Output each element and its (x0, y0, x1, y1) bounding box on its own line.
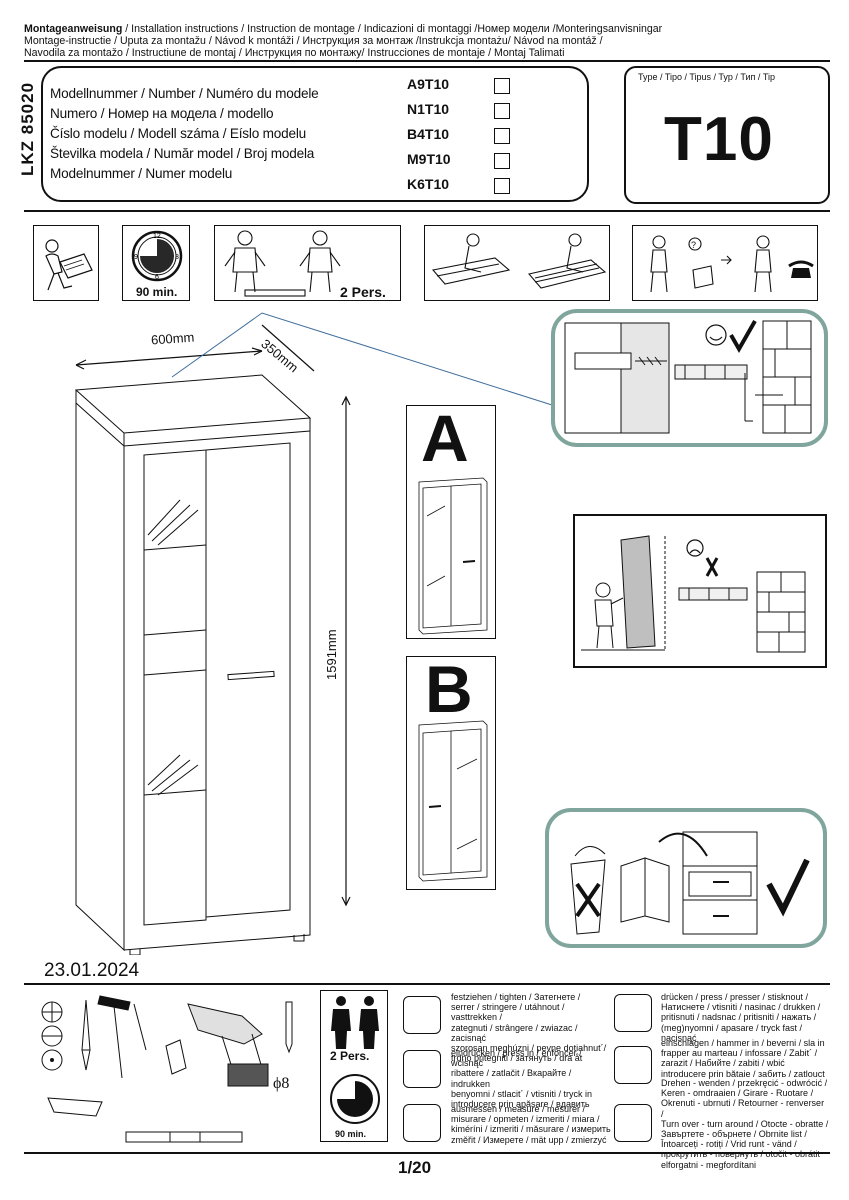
measure-text: ausmessen / measure / mesurer / misurare… (451, 1104, 611, 1145)
drill-size-label: ϕ8 (273, 1075, 290, 1092)
model-label-line: Číslo modelu / Modell száma / Eíslo mode… (50, 126, 307, 141)
tools-rule-top (24, 983, 830, 985)
variant-b-label: B (425, 652, 473, 726)
header-rule (24, 60, 830, 62)
header-languages-1: / Installation instructions / Instructio… (122, 23, 663, 35)
svg-text:9: 9 (134, 254, 138, 261)
turn-over-text: Drehen - wenden / przekręcić - odwrócić … (661, 1078, 829, 1170)
reading-person-icon (45, 239, 93, 291)
header-line-2: Montage-instructie / Uputa za montažu / … (24, 35, 603, 47)
time-panel: 12 3 6 9 90 min. (122, 225, 190, 301)
variant-a-label: A (421, 401, 469, 475)
model-number-box (41, 66, 589, 202)
vertical-model-code: LKZ 85020 (18, 81, 37, 176)
cabinet-drawing (74, 312, 553, 955)
model-checkbox[interactable] (494, 178, 510, 194)
model-code: A9T10 (407, 76, 450, 92)
footer-rule (24, 1152, 830, 1154)
two-workers-icon (224, 230, 341, 297)
svg-text:12: 12 (153, 233, 161, 240)
width-dimension: 600mm (150, 329, 195, 348)
section-rule (24, 210, 830, 212)
tools-illustration (41, 995, 293, 1143)
wall-anchor-detail (564, 320, 812, 434)
assembly-floor-panel (424, 225, 610, 301)
type-value: T10 (664, 105, 774, 174)
file-instructions-illustration (570, 831, 810, 935)
tip-over-warning-panel (573, 514, 827, 668)
measure-icon (403, 1104, 441, 1142)
model-checkbox[interactable] (494, 128, 510, 144)
svg-text:6: 6 (155, 274, 159, 281)
persons-label: 2 Pers. (340, 284, 386, 300)
model-label-line: Modellnummer / Number / Numéro du modele (50, 86, 319, 101)
hammer-text: einschlagen / hammer in / beverni / sla … (661, 1038, 825, 1079)
turn-over-icon (614, 1104, 652, 1142)
height-dimension: 1591mm (324, 629, 339, 680)
type-box (624, 66, 830, 204)
persons-time-panel: 2 Pers. 90 min. (320, 990, 388, 1142)
header-line-1: Montageanweisung / Installation instruct… (24, 23, 662, 35)
read-instructions-panel (33, 225, 99, 301)
keep-instructions-panel (545, 808, 827, 948)
support-panel: ? (632, 225, 818, 301)
model-code: K6T10 (407, 176, 450, 192)
header-line-3: Navodila za montažo / Instructiune de mo… (24, 47, 565, 59)
variant-b-panel: B (406, 652, 496, 890)
svg-text:3: 3 (175, 254, 179, 261)
two-persons-panel: 2 Pers. (214, 225, 401, 301)
clock-small-icon (330, 1074, 380, 1124)
press-text: drücken / press / presser / stisknout / … (661, 992, 821, 1043)
model-code: M9T10 (407, 151, 451, 167)
question-phone-icon: ? (650, 235, 814, 293)
model-label-line: Številka modela / Număr model / Broj mod… (50, 146, 315, 161)
floor-assembly-icon (431, 233, 607, 289)
model-label-line: Modelnummer / Numer modelu (50, 166, 233, 181)
model-checkbox[interactable] (494, 103, 510, 119)
tip-over-illustration (581, 535, 806, 653)
cabinet-b-thumbnail (418, 720, 488, 882)
wall-mount-ok-panel (551, 309, 828, 447)
variant-a-panel: A (406, 401, 496, 639)
model-code: N1T10 (407, 101, 450, 117)
time-label: 90 min. (136, 285, 178, 299)
hammer-icon (614, 1046, 652, 1084)
type-label: Type / Tipo / Tipus / Typ / Тип / Tip (638, 72, 776, 82)
clock-icon: 12 3 6 9 (131, 230, 183, 282)
cabinet-a-thumbnail (418, 477, 488, 635)
tighten-text: festziehen / tighten / Затегнете / serre… (451, 992, 607, 1064)
two-persons-icon (331, 996, 379, 1049)
persons-count-label: 2 Pers. (330, 1049, 370, 1063)
svg-text:?: ? (691, 240, 696, 250)
press-in-text: eindrücken / press in / enfoncer / wcisn… (451, 1048, 593, 1110)
header-title: Montageanweisung (24, 23, 123, 35)
page-number: 1/20 (398, 1158, 432, 1177)
document-date: 23.01.2024 (44, 960, 140, 981)
tighten-icon (403, 996, 441, 1034)
model-checkbox[interactable] (494, 78, 510, 94)
model-code: B4T10 (407, 126, 450, 142)
time-small-label: 90 min. (335, 1129, 367, 1139)
model-label-line: Numero / Номер на модела / modello (50, 106, 274, 121)
press-in-icon (403, 1050, 441, 1088)
model-checkbox[interactable] (494, 153, 510, 169)
press-icon (614, 994, 652, 1032)
